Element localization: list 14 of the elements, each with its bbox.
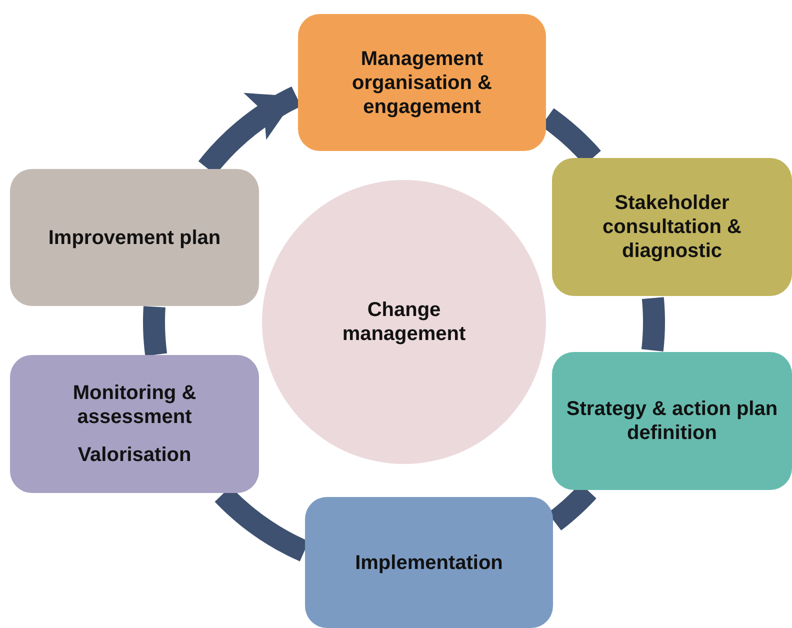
stage-box [10,355,259,493]
stage-label: Change management [341,298,467,346]
stage-box [305,497,553,628]
stage-label: Strategy & action plan definition [565,397,779,445]
stage-label: Stakeholder consultation & diagnostic [602,191,742,263]
stage-label: Valorisation [78,443,192,467]
stage-box [10,169,259,306]
stage-box [552,352,792,490]
stage-box [298,14,546,151]
stage-label: Monitoring & assessment [72,381,198,429]
stage-box [552,158,792,296]
stage-label: Improvement plan [48,226,221,250]
stage-label: Implementation [355,550,503,574]
stage-label: Management organisation & engagement [350,46,493,118]
